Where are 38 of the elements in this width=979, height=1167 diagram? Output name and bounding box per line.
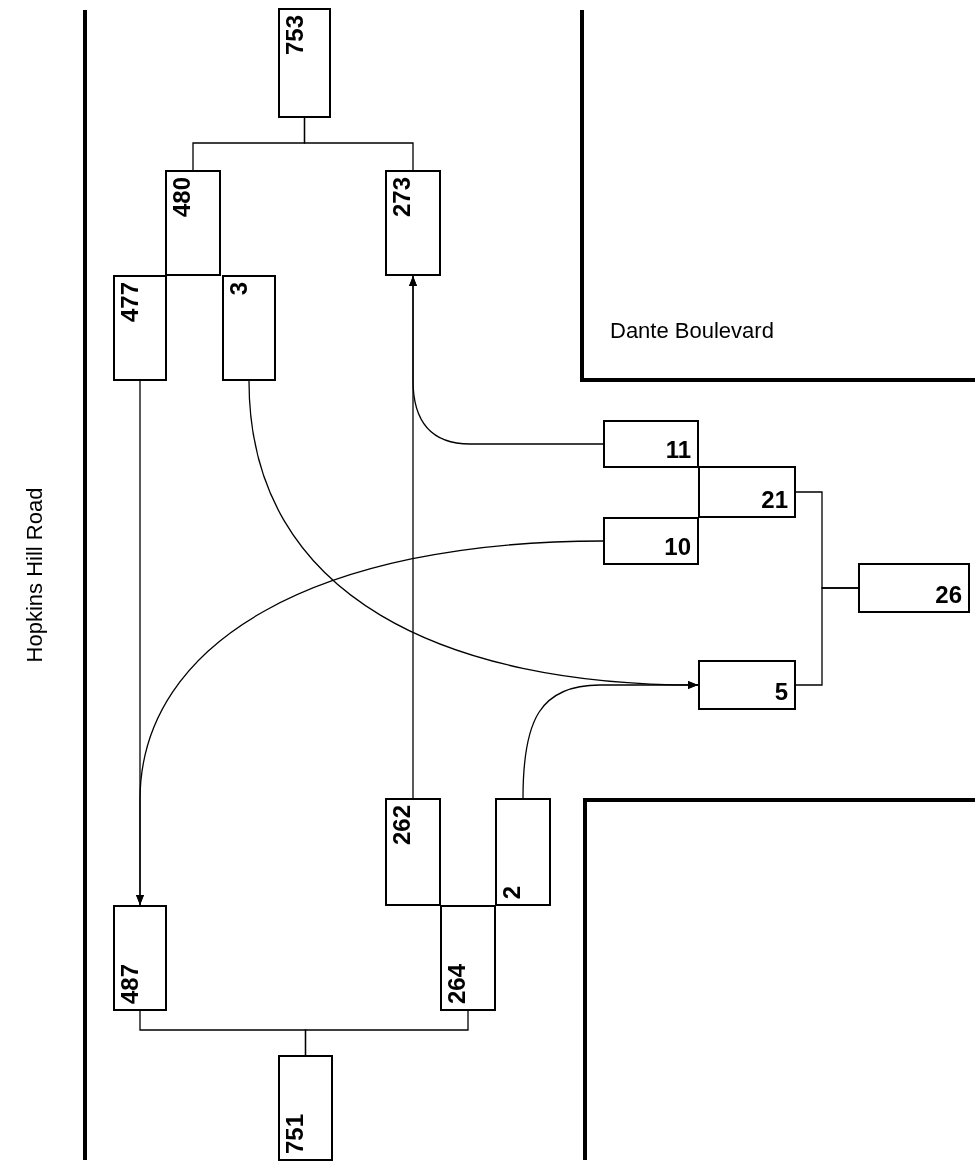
count-number: 487: [118, 963, 142, 1004]
connector-line: [303, 117, 414, 171]
count-number: 480: [170, 177, 194, 218]
arrow: [409, 275, 417, 799]
count-number: 21: [761, 488, 788, 512]
count-box: [385, 170, 441, 276]
count-number: 10: [664, 535, 691, 559]
connector-line: [795, 587, 859, 686]
count-box: [113, 275, 167, 381]
count-box: [698, 466, 796, 518]
count-number: 2: [500, 885, 524, 899]
connector-line: [304, 1010, 469, 1056]
count-box: [698, 660, 796, 710]
count-box: [440, 905, 496, 1011]
arrow: [522, 681, 699, 799]
count-number: 26: [935, 583, 962, 607]
count-box: [603, 420, 699, 468]
count-number: 11: [665, 438, 691, 462]
road-name: Hopkins Hill Road: [22, 487, 49, 663]
count-number: 753: [283, 15, 307, 56]
count-number: 5: [774, 680, 788, 704]
count-box: [603, 517, 699, 565]
count-box: [278, 1055, 333, 1161]
count-box: [222, 275, 276, 381]
count-number: 477: [118, 282, 142, 323]
count-box: [165, 170, 221, 276]
count-box: [858, 563, 970, 613]
count-number: 3: [227, 282, 251, 296]
count-box: [278, 8, 331, 118]
count-number: 751: [283, 1113, 307, 1154]
count-number: 273: [390, 177, 414, 218]
arrow: [136, 540, 604, 906]
count-box: [495, 798, 551, 906]
count-box: [113, 905, 167, 1011]
count-number: 264: [445, 963, 469, 1004]
count-number: 262: [390, 805, 414, 846]
count-box: [385, 798, 441, 906]
road-name: Dante Boulevard: [610, 318, 774, 344]
